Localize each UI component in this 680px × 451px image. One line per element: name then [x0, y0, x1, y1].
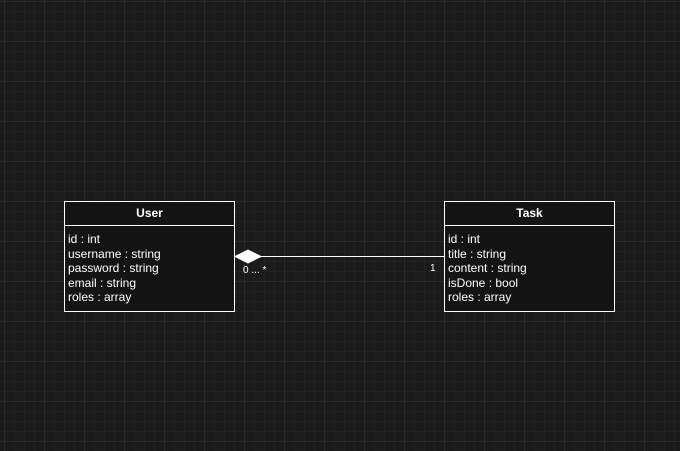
task-attribute-content: content : string	[448, 261, 527, 276]
task-attribute-id: id : int	[448, 232, 481, 246]
user-attribute-list: id : int username : string password : st…	[65, 226, 234, 305]
user-class-name: User	[65, 202, 234, 226]
user-multiplicity-label: 0 ... *	[243, 265, 267, 276]
task-multiplicity-label: 1	[430, 263, 436, 274]
user-class-box[interactable]: User id : int username : string password…	[64, 201, 235, 312]
task-attribute-list: id : int title : string content : string…	[445, 226, 614, 305]
user-attribute-roles: roles : array	[68, 290, 132, 305]
task-attribute-isdone: isDone : bool	[448, 275, 519, 290]
task-attribute-title: title : string	[448, 246, 507, 261]
user-attribute-username: username : string	[68, 246, 161, 261]
user-attribute-password: password : string	[68, 261, 159, 276]
user-attribute-email: email : string	[68, 275, 137, 290]
task-class-box[interactable]: Task id : int title : string content : s…	[444, 201, 615, 312]
task-attribute-roles: roles : array	[448, 290, 512, 305]
composition-diamond-icon	[233, 249, 263, 264]
user-attribute-id: id : int	[68, 232, 101, 246]
task-class-name: Task	[445, 202, 614, 226]
